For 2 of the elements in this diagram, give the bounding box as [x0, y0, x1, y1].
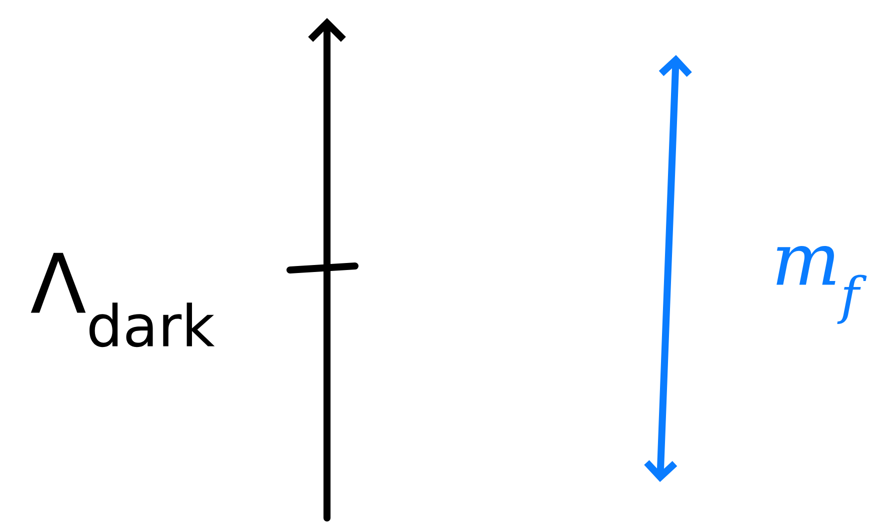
- scale-label: Λ$_{dark}$: [30, 252, 215, 348]
- scale-label: m$_{f}$: [776, 246, 867, 324]
